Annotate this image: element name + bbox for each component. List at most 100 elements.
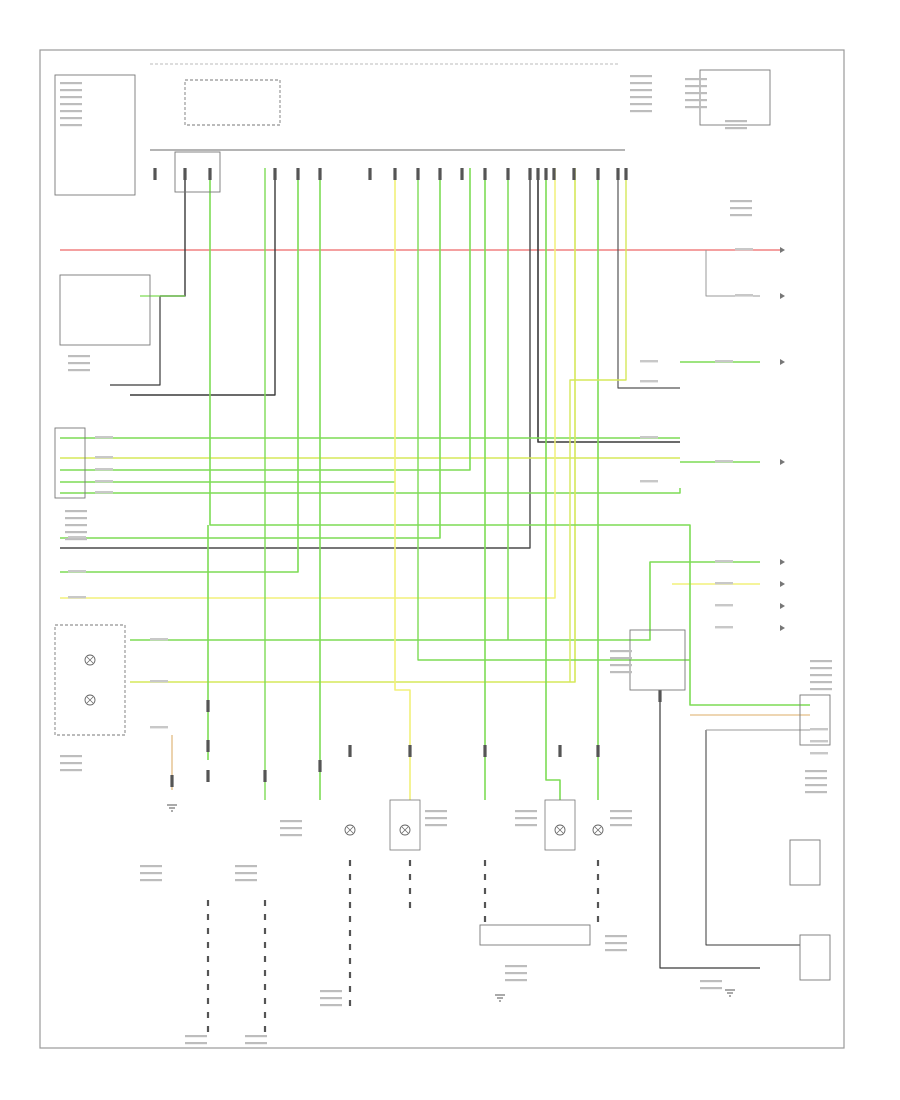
fine-print-8-2 [60,769,82,772]
bus-connector-7 [393,168,397,180]
fine-print-2-0 [685,78,707,81]
fine-print-6-3 [810,681,832,684]
fine-print-18-1 [700,987,722,990]
fine-print-0-1 [60,89,82,92]
wire-tag-9 [150,680,168,683]
fine-print-17-1 [505,972,527,975]
fine-print-4-0 [65,510,87,513]
turn-signal-switch-box [629,629,686,691]
fine-print-1-4 [630,103,652,106]
fine-print-12-0 [425,810,447,813]
fine-print-11-1 [280,827,302,830]
fine-print-0-5 [60,117,82,120]
dark-wire-h [705,730,800,946]
fine-print-21-0 [730,200,752,203]
terminal-arrow-3 [780,459,785,465]
bottom-right-connector-box [799,934,831,981]
fine-print-11-0 [280,820,302,823]
drop-connector-9 [596,745,600,757]
wire-tag-12 [640,380,658,383]
wire-tag-20 [715,626,733,629]
bus-connector-9 [438,168,442,180]
fine-print-14-0 [610,810,632,813]
fine-print-9-0 [140,865,162,868]
top-right-fuse-box [699,69,771,126]
bus-connector-0 [153,168,157,180]
fine-print-16-1 [320,997,342,1000]
fine-print-14-2 [610,824,632,827]
bus-connector-6 [368,168,372,180]
power-wire-branch [705,250,760,297]
wire-tag-2 [95,468,113,471]
combination-switch-box [59,274,151,346]
lamp-housing-left [389,799,421,851]
junction-box [479,924,591,946]
fine-print-22-1 [725,127,747,130]
fine-print-5-0 [610,650,632,653]
lamp-front-left-turn-x2 [346,826,354,834]
diagram-frame [39,49,845,1049]
fine-print-7-3 [805,791,827,794]
fine-print-19-0 [185,1035,207,1038]
fine-print-20-0 [245,1035,267,1038]
wire-tag-11 [640,360,658,363]
fine-print-2-4 [685,106,707,109]
green-wire-row-10 [130,168,576,683]
fine-print-12-1 [425,817,447,820]
green-wire-long-a [209,180,810,706]
fine-print-16-0 [320,990,342,993]
bus-connector-5 [318,168,322,180]
terminal-arrow-7 [780,625,785,631]
green-wire-row-9 [130,561,760,641]
lamp-housing-right [544,799,576,851]
fine-print-2-3 [685,99,707,102]
fine-print-1-3 [630,96,652,99]
dark-wire-c [110,296,161,386]
wire-tag-23 [810,728,828,731]
fine-print-10-1 [235,872,257,875]
terminal-arrow-6 [780,603,785,609]
drop-connector-1 [206,740,210,752]
green-wire-row-3 [60,168,471,471]
bus-connector-14 [536,168,540,180]
wire-tag-25 [810,752,828,755]
wire-tag-19 [715,604,733,607]
fine-print-15-2 [605,949,627,952]
fine-print-10-0 [235,865,257,868]
drop-connector-10 [170,775,174,787]
fine-print-7-2 [805,784,827,787]
bus-connector-4 [296,168,300,180]
fine-print-15-0 [605,935,627,938]
fine-print-21-1 [730,207,752,210]
wire-tag-3 [95,480,113,483]
fine-print-6-2 [810,674,832,677]
bus-connector-16 [552,168,556,180]
dark-wire-e [60,168,531,549]
drop-connector-6 [408,745,412,757]
wire-tag-21 [735,248,753,251]
dark-wire-g [659,700,760,969]
lamp-front-left-side [399,824,411,836]
green-wire-drop-h [545,168,561,800]
dark-wire-a [160,180,186,297]
fine-print-5-3 [610,671,632,674]
bus-connector-20 [624,168,628,180]
ignition-switch-box [54,74,136,196]
green-wire-row-7 [60,168,299,573]
right-connector-box [799,694,831,746]
bus-connector-12 [506,168,510,180]
yellow-wire-drop-c [394,168,411,800]
terminal-arrow-2 [780,359,785,365]
bus-connector-19 [616,168,620,180]
fine-print-14-1 [610,817,632,820]
fine-print-3-0 [68,355,90,358]
fine-print-2-2 [685,92,707,95]
bus-connector-3 [273,168,277,180]
frame-border [39,49,845,1049]
wire-tag-0 [95,436,113,439]
fine-print-15-1 [605,942,627,945]
meter-lamp-left [84,654,96,666]
drop-connector-4 [318,760,322,772]
fine-print-1-2 [630,89,652,92]
